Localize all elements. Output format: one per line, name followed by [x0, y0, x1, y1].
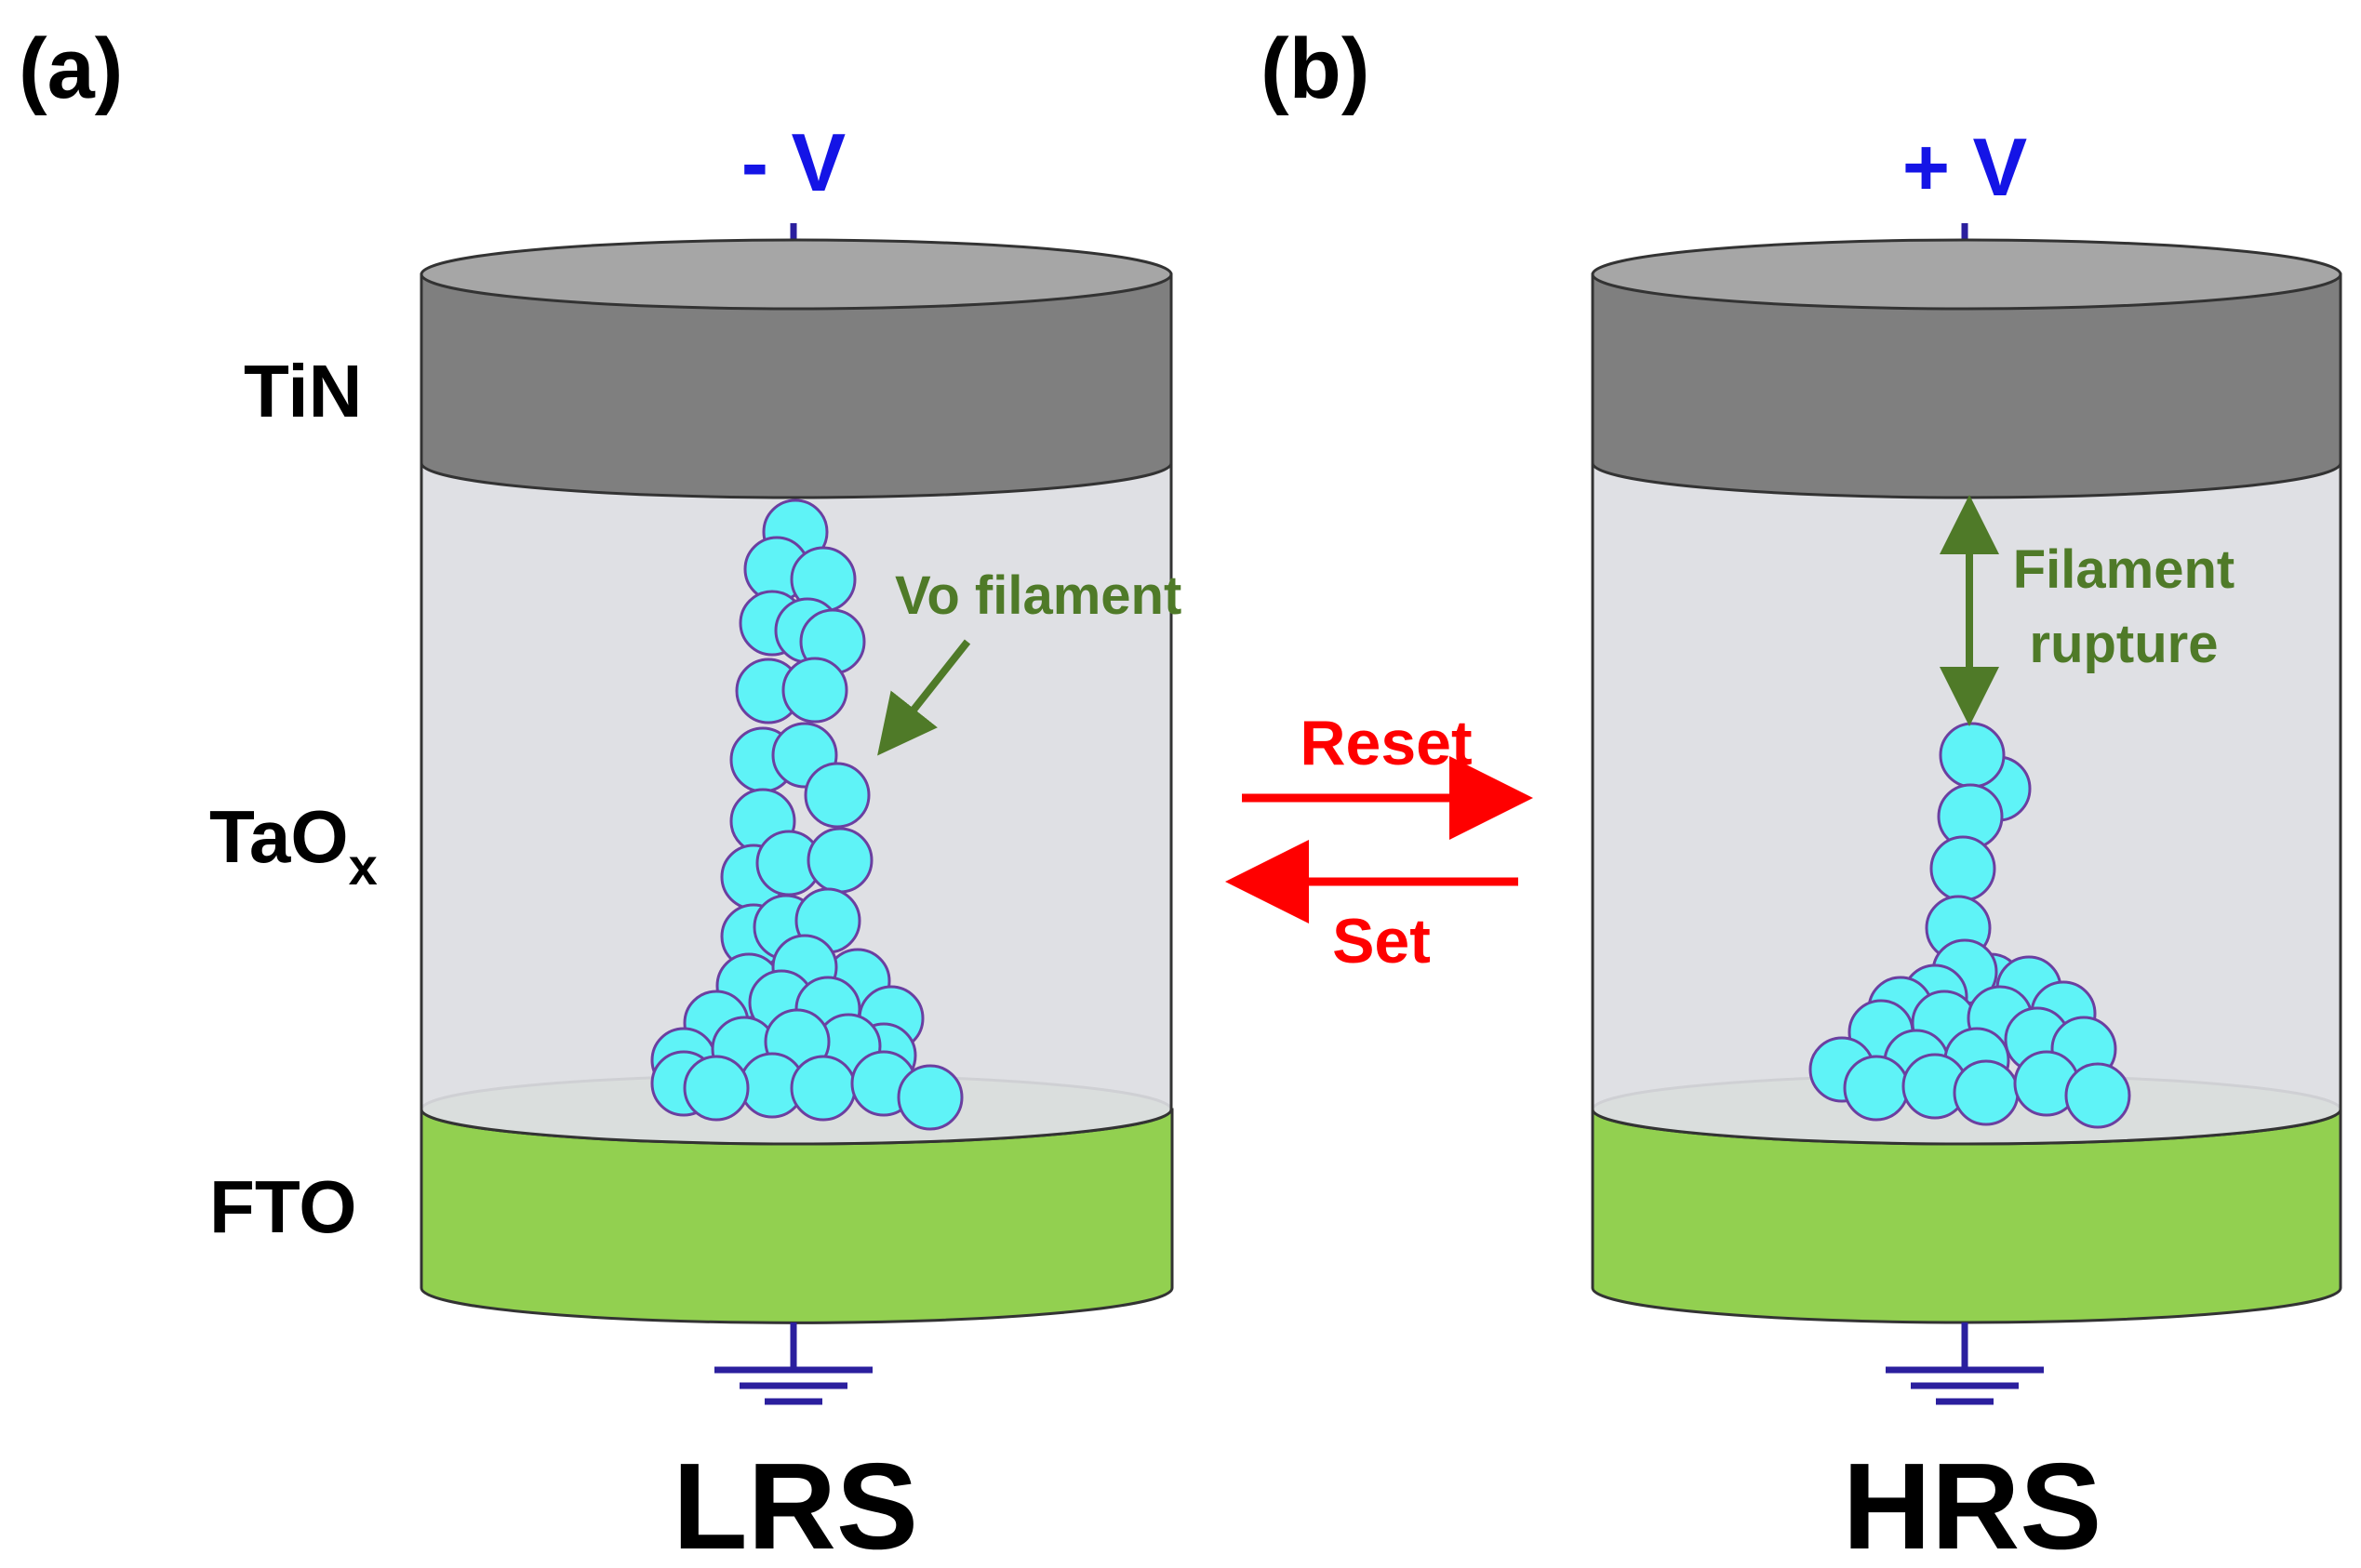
layer-label-taox: TaOx	[209, 795, 378, 896]
panel-a-tin-surface	[420, 238, 1173, 311]
panel-b: (b) + V	[1261, 21, 2342, 1568]
switching-arrows: Reset Set	[1225, 708, 1533, 977]
panel-a-taox-layer	[420, 461, 1173, 1146]
ground-symbol-icon	[714, 1322, 873, 1405]
panel-b-rupture-label-line1: Filament	[2013, 539, 2235, 600]
panel-b-state-label: HRS	[1843, 1438, 2102, 1568]
layer-labels: TiN TaOx FTO	[209, 350, 378, 1248]
vacancy-sphere	[790, 1055, 857, 1122]
panel-b-fto-layer	[1591, 1108, 2342, 1324]
panel-a-filament-label: Vo filament	[895, 565, 1181, 626]
reset-label: Reset	[1300, 708, 1472, 778]
panel-a-filament-arrow	[877, 639, 971, 756]
panel-a-state-label: LRS	[673, 1438, 918, 1568]
layer-label-tin: TiN	[244, 350, 362, 432]
panel-b-voltage-label: + V	[1902, 121, 2028, 213]
layer-label-taox-subscript: x	[349, 837, 378, 896]
vacancy-sphere	[897, 1064, 964, 1131]
ground-symbol-icon	[1886, 1322, 2044, 1405]
panel-a-voltage-label: - V	[741, 116, 847, 208]
vacancy-sphere	[804, 762, 871, 829]
panel-a-tin-layer	[420, 272, 1173, 499]
vacancy-sphere	[1929, 835, 1996, 902]
vacancy-sphere	[1939, 722, 2006, 789]
vacancy-sphere	[807, 827, 874, 894]
vacancy-sphere	[683, 1055, 750, 1122]
panel-b-vacancy-filament	[1808, 722, 2131, 1129]
panel-a-letter: (a)	[19, 21, 123, 116]
panel-a-fto-layer	[420, 1108, 1174, 1324]
panel-a: (a) - V	[19, 21, 1181, 1568]
vacancy-sphere	[781, 657, 848, 724]
vacancy-sphere	[1843, 1055, 1910, 1122]
vacancy-sphere	[2064, 1062, 2131, 1129]
panel-a-vacancy-filament	[650, 498, 964, 1131]
panel-b-letter: (b)	[1261, 21, 1369, 116]
layer-label-fto: FTO	[209, 1165, 357, 1248]
set-label: Set	[1332, 906, 1431, 977]
panel-b-tin-surface	[1591, 238, 2342, 311]
panel-b-rupture-label-line2: rupture	[2030, 614, 2219, 674]
vacancy-sphere	[1953, 1059, 2020, 1126]
